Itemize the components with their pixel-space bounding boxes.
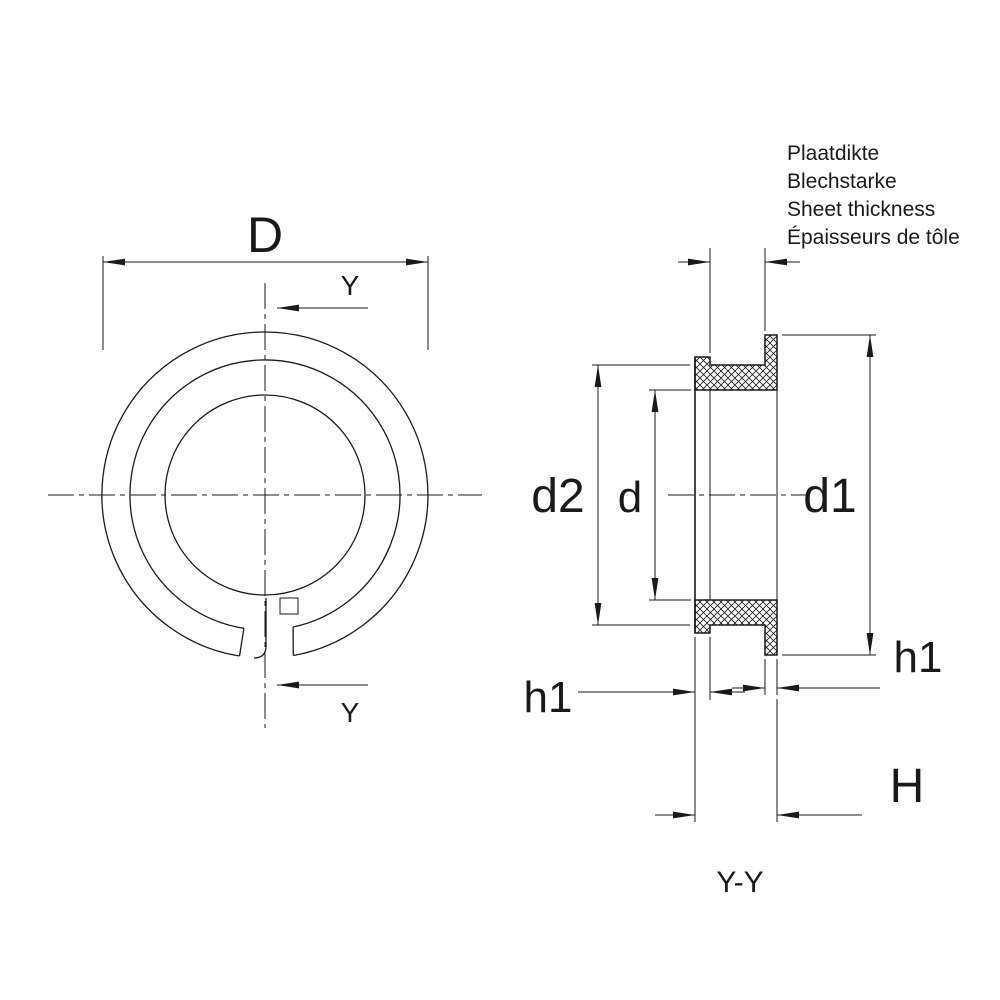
- section-label-top: Y: [341, 270, 360, 301]
- cut-wall-top: [694, 334, 778, 391]
- d2-dimension-label: d2: [531, 470, 584, 523]
- slit-hook: [253, 598, 267, 659]
- slit-left-edge: [238, 628, 245, 657]
- d-bore-dimension-label: d: [618, 473, 642, 522]
- note-line-fr: Épaisseurs de tôle: [787, 226, 960, 249]
- slit-tab: [279, 597, 299, 615]
- note-line-de: Blechstarke: [787, 170, 897, 193]
- inner-hole-circle: [164, 394, 366, 596]
- front-view: D Y Y: [48, 207, 482, 728]
- section-label-bottom: Y: [341, 697, 360, 728]
- h1-left-label: h1: [524, 673, 573, 722]
- cut-wall-bottom: [694, 599, 778, 656]
- sheet-thickness-note: Plaatdikte Blechstarke Sheet thickness É…: [787, 142, 960, 249]
- middle-circle-arc: [129, 359, 401, 629]
- h1-right-label: h1: [894, 633, 943, 682]
- section-view: d2 d d1 h1 h1 H Y-Y: [524, 248, 943, 899]
- note-line-en: Sheet thickness: [787, 198, 935, 221]
- section-view-title: Y-Y: [716, 866, 763, 899]
- d-dimension-label: D: [247, 207, 283, 263]
- note-line-nl: Plaatdikte: [787, 142, 879, 165]
- h-dimension-label: H: [890, 760, 925, 813]
- outer-circle-arc: [101, 331, 429, 657]
- d1-dimension-label: d1: [803, 470, 856, 523]
